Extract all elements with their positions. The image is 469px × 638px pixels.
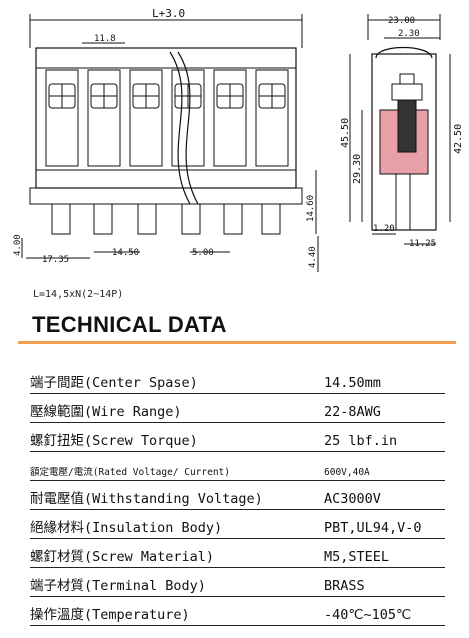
- spec-value: PBT,UL94,V-0: [320, 509, 445, 539]
- side-view: 23.00 2.30 45.50 29.30 42.50 1.20 11.25: [340, 14, 464, 249]
- dim-pin-1450: 14.50: [112, 248, 139, 258]
- technical-drawing: L+3.0 11.8: [13, 7, 464, 272]
- spec-label: 螺釘扭矩(Screw Torque): [30, 422, 320, 452]
- front-view: L+3.0 11.8: [13, 7, 319, 272]
- length-formula: L=14,5xN(2~14P): [33, 289, 124, 300]
- dim-side-120: 1.20: [373, 224, 395, 234]
- spec-row: 操作溫度(Temperature) -40℃~105℃: [30, 596, 445, 626]
- spec-label: 螺釘材質(Screw Material): [30, 538, 320, 568]
- spec-value: 25 lbf.in: [320, 422, 445, 452]
- spec-label: 絕緣材料(Insulation Body): [30, 509, 320, 539]
- spec-value: BRASS: [320, 567, 445, 597]
- spec-row: 耐電壓值(Withstanding Voltage) AC3000V: [30, 480, 445, 510]
- spec-table: 端子間距(Center Spase) 14.50mm 壓線範圍(Wire Ran…: [30, 365, 445, 626]
- dim-height-4250: 42.50: [453, 124, 464, 154]
- dim-pin-500: 5.00: [192, 248, 214, 258]
- dim-pin-1735: 17.35: [42, 255, 69, 265]
- spec-row: 絕緣材料(Insulation Body) PBT,UL94,V-0: [30, 509, 445, 539]
- spec-label: 壓線範圍(Wire Range): [30, 393, 320, 423]
- dim-length: L+3.0: [152, 7, 185, 20]
- dim-height-2930: 29.30: [352, 154, 363, 184]
- spec-label: 操作溫度(Temperature): [30, 596, 320, 626]
- spec-value: M5,STEEL: [320, 538, 445, 568]
- spec-label: 耐電壓值(Withstanding Voltage): [30, 480, 320, 510]
- spec-row: 額定電壓/電流(Rated Voltage/ Current) 600V,40A: [30, 451, 445, 481]
- spec-row: 壓線範圍(Wire Range) 22-8AWG: [30, 393, 445, 423]
- spec-value: 600V,40A: [320, 451, 445, 481]
- heading-divider: [18, 341, 456, 344]
- spec-value: 22-8AWG: [320, 393, 445, 423]
- spec-label: 端子材質(Terminal Body): [30, 567, 320, 597]
- spec-value: 14.50mm: [320, 365, 445, 394]
- spec-label: 額定電壓/電流(Rated Voltage/ Current): [30, 451, 320, 481]
- dim-pin-440: 4.40: [308, 246, 318, 268]
- spec-value: AC3000V: [320, 480, 445, 510]
- spec-row: 螺釘材質(Screw Material) M5,STEEL: [30, 538, 445, 568]
- spec-value: -40℃~105℃: [320, 596, 445, 626]
- spec-row: 螺釘扭矩(Screw Torque) 25 lbf.in: [30, 422, 445, 452]
- dim-height-4550: 45.50: [340, 118, 351, 148]
- dim-pin-400: 4.00: [13, 234, 23, 256]
- dim-pitch-top: 11.8: [94, 34, 116, 44]
- dim-230: 2.30: [398, 29, 420, 39]
- dim-side-1125: 11.25: [409, 239, 436, 249]
- section-heading: TECHNICAL DATA: [32, 312, 227, 337]
- spec-row: 端子間距(Center Spase) 14.50mm: [30, 365, 445, 394]
- spec-row: 端子材質(Terminal Body) BRASS: [30, 567, 445, 597]
- dim-height-1460: 14.60: [306, 195, 316, 222]
- spec-label: 端子間距(Center Spase): [30, 365, 320, 394]
- dim-width-23: 23.00: [388, 16, 415, 26]
